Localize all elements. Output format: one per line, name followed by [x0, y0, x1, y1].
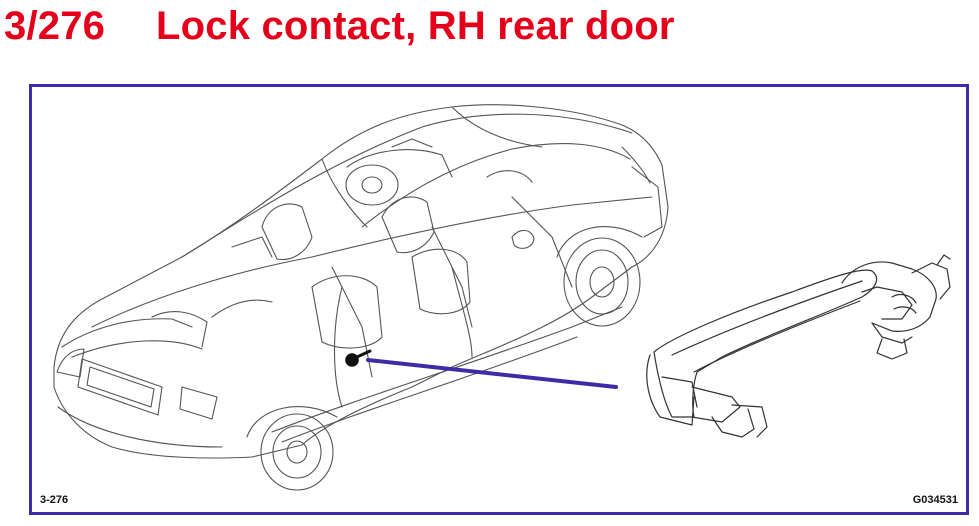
lock-contact-key-icon [345, 349, 372, 367]
reference-code-left: 3-276 [40, 494, 69, 506]
door-handle-lock-contact [646, 254, 951, 438]
component-name: Lock contact, RH rear door [156, 4, 675, 48]
car-outline-illustration [53, 104, 669, 491]
diagram-canvas [53, 104, 951, 491]
page-title: 3/276 Lock contact, RH rear door [4, 2, 675, 50]
component-number: 3/276 [4, 4, 106, 48]
diagram-frame: 3-276 G034531 [29, 84, 969, 515]
reference-code-right: G034531 [912, 494, 958, 506]
leader-line [366, 358, 618, 389]
